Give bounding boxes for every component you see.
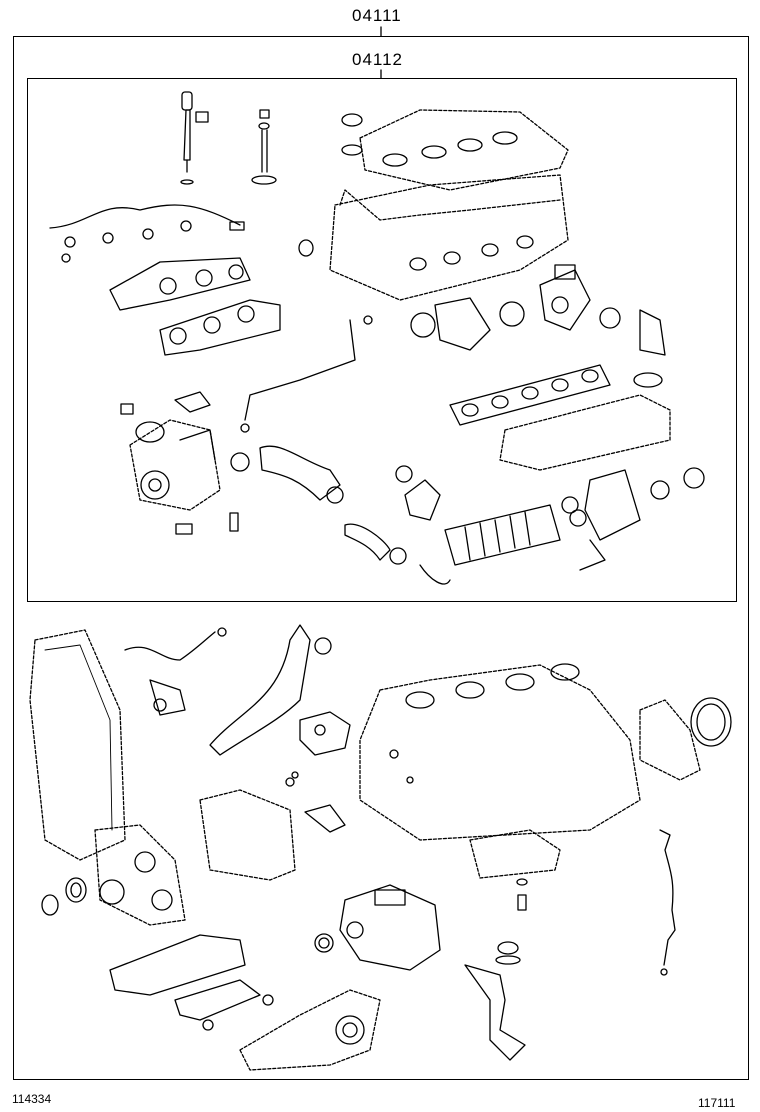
oil-dipstick	[659, 829, 676, 976]
oil-cooler	[109, 934, 274, 1031]
cylinder-head-cover	[341, 109, 569, 191]
sensor-harness	[124, 627, 227, 716]
injector-part	[180, 91, 209, 185]
oil-pan	[469, 829, 561, 879]
thermostat-housing	[389, 465, 441, 565]
water-pump	[239, 989, 381, 1071]
misc-gaskets	[285, 771, 346, 833]
cylinder-head	[298, 174, 569, 301]
exhaust-manifold	[109, 257, 251, 311]
rear-oil-seal-retainer	[639, 697, 732, 781]
cylinder-block	[359, 663, 641, 841]
turbocharger	[129, 419, 221, 511]
manifold-gasket	[159, 299, 281, 356]
intake-manifold	[499, 307, 671, 471]
turbo-gaskets	[120, 391, 250, 535]
footer-code-left: 114334	[12, 1092, 52, 1106]
water-pipe	[209, 624, 332, 756]
throttle-body	[410, 297, 525, 351]
water-outlet	[561, 467, 705, 571]
egr-cooler	[419, 504, 561, 585]
gasket-kit-frame	[27, 78, 737, 602]
wiring-harness	[49, 204, 245, 263]
intake-manifold-gasket	[449, 364, 611, 426]
injection-pump	[314, 884, 441, 971]
oil-strainer	[464, 941, 526, 1061]
front-timing-case	[94, 789, 296, 926]
small-gasket	[299, 711, 351, 756]
sensor-pipe	[240, 315, 373, 433]
egr-valve	[539, 264, 591, 331]
footer-code-right: 117111	[698, 1096, 736, 1110]
drain-plug	[516, 878, 528, 911]
crankshaft-seals	[41, 877, 87, 916]
timing-cover	[29, 629, 126, 861]
label-gasket-kit: 04112	[352, 50, 404, 69]
intake-pipe	[259, 445, 391, 561]
valve-part	[251, 109, 277, 185]
label-assembly-kit: 04111	[352, 6, 402, 25]
